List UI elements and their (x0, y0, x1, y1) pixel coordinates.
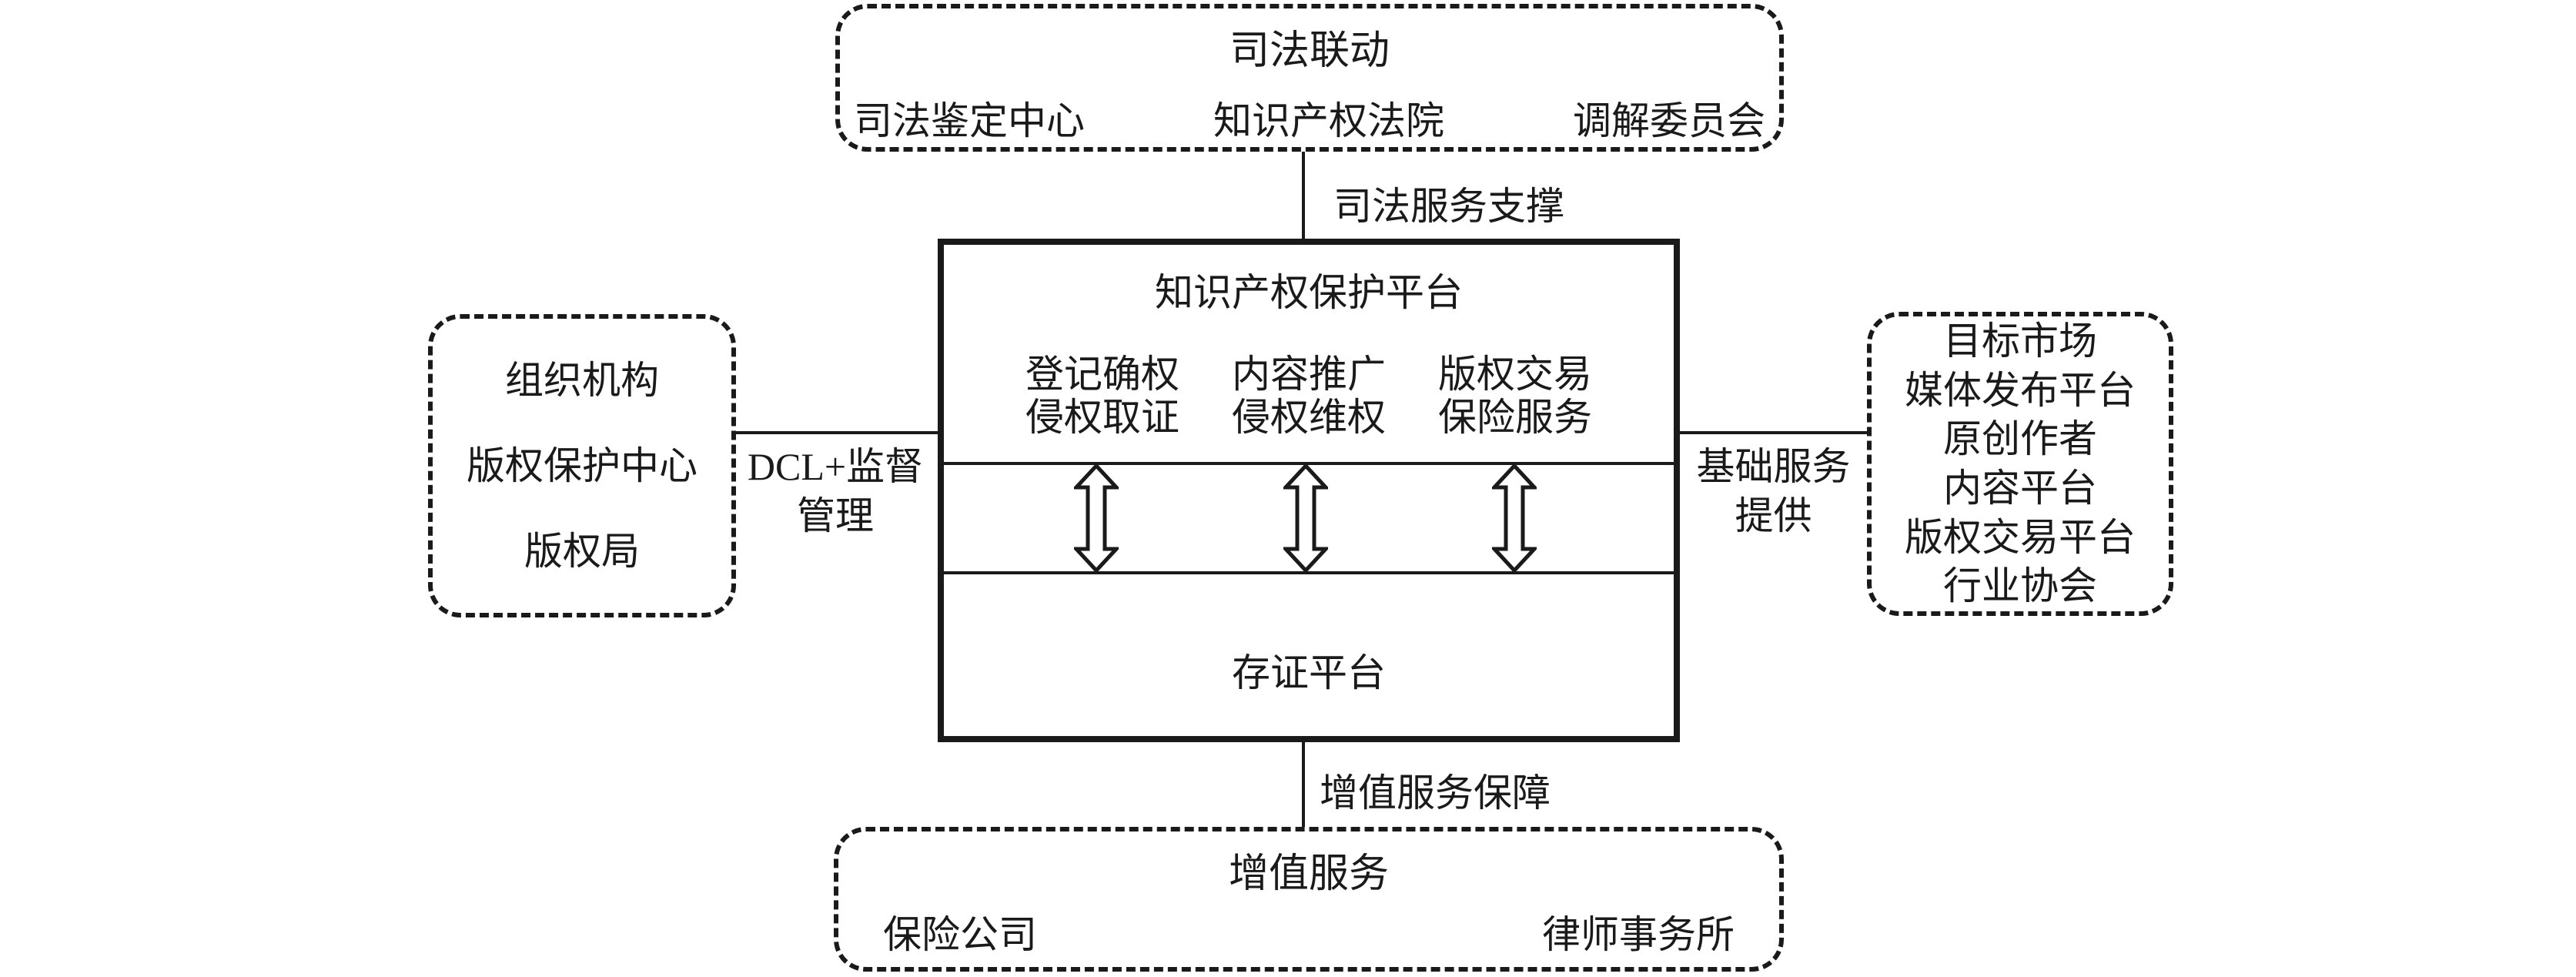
target-market-title: 目标市场 (1943, 320, 2097, 363)
service-trading-line1: 版权交易 (1438, 353, 1592, 396)
judicial-linkage-box: 司法联动 司法鉴定中心 知识产权法院 调解委员会 (835, 4, 1784, 152)
right-connector-line (1680, 431, 1867, 434)
ip-court-label: 知识产权法院 (1213, 99, 1444, 142)
double-arrow-icon (1490, 463, 1539, 574)
value-added-items-row: 保险公司 律师事务所 (838, 911, 1779, 959)
double-arrow-icon (1281, 463, 1330, 574)
ip-protection-platform-box: 知识产权保护平台 登记确权 侵权取证 内容推广 侵权维权 版权交易 保险服务 存… (938, 239, 1680, 742)
basic-services-label: 基础服务 提供 (1680, 442, 1867, 540)
industry-association-label: 行业协会 (1943, 564, 2097, 608)
service-trading-line2: 保险服务 (1438, 396, 1592, 439)
copyright-trading-platform-label: 版权交易平台 (1905, 515, 2136, 559)
judicial-linkage-items-row: 司法鉴定中心 知识产权法院 调解委员会 (840, 97, 1779, 146)
value-added-services-box: 增值服务 保险公司 律师事务所 (834, 827, 1784, 972)
top-connector-line (1302, 152, 1305, 240)
copyright-protection-center-label: 版权保护中心 (467, 443, 698, 487)
value-added-guarantee-label: 增值服务保障 (1320, 771, 1551, 815)
service-column-registration: 登记确权 侵权取证 (1021, 353, 1184, 439)
organizations-box: 组织机构 版权保护中心 版权局 (428, 314, 736, 617)
service-registration-line2: 侵权取证 (1025, 396, 1179, 439)
basic-services-label-line2: 提供 (1735, 494, 1812, 537)
organizations-title: 组织机构 (505, 358, 659, 402)
service-column-promotion: 内容推广 侵权维权 (1227, 353, 1390, 439)
service-registration-line1: 登记确权 (1025, 353, 1179, 396)
content-platform-label: 内容平台 (1943, 467, 2097, 510)
dcl-supervision-label-line2: 管理 (797, 494, 874, 537)
judicial-support-label: 司法服务支撑 (1333, 185, 1564, 228)
basic-services-label-line1: 基础服务 (1696, 445, 1851, 488)
left-connector-line (736, 431, 938, 434)
law-firm-label: 律师事务所 (1542, 913, 1735, 956)
dcl-supervision-label: DCL+监督 管理 (733, 442, 938, 540)
platform-separator-line-bottom (941, 571, 1677, 574)
judicial-linkage-title: 司法联动 (1229, 29, 1390, 73)
insurance-company-label: 保险公司 (883, 913, 1037, 956)
mediation-committee-label: 调解委员会 (1573, 99, 1765, 142)
value-added-services-title: 增值服务 (1228, 852, 1389, 896)
dcl-supervision-label-line1: DCL+监督 (747, 445, 924, 488)
service-column-trading: 版权交易 保险服务 (1434, 353, 1597, 439)
original-creators-label: 原创作者 (1943, 417, 2097, 461)
copyright-bureau-label: 版权局 (524, 529, 640, 573)
target-market-box: 目标市场 媒体发布平台 原创作者 内容平台 版权交易平台 行业协会 (1867, 312, 2173, 616)
ip-protection-platform-title: 知识产权保护平台 (1155, 271, 1463, 314)
platform-service-columns: 登记确权 侵权取证 内容推广 侵权维权 版权交易 保险服务 (944, 353, 1674, 439)
evidence-platform-title: 存证平台 (1232, 651, 1386, 694)
bottom-connector-line (1302, 742, 1305, 827)
double-arrow-icon (1072, 463, 1121, 574)
platform-separator-line-top (941, 462, 1677, 465)
judicial-appraisal-center-label: 司法鉴定中心 (854, 99, 1085, 142)
media-publishing-platform-label: 媒体发布平台 (1905, 368, 2136, 412)
service-promotion-line1: 内容推广 (1232, 353, 1386, 396)
service-promotion-line2: 侵权维权 (1232, 396, 1386, 439)
